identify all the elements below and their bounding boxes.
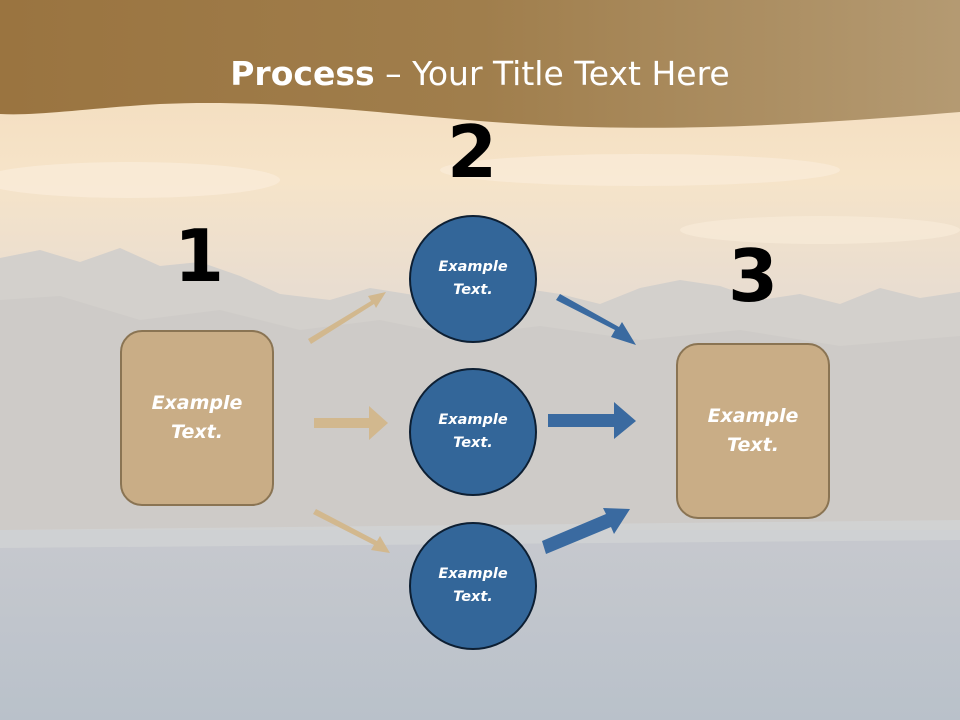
arrow-blue-down [556,294,636,345]
step-3-text-line1: Example [707,405,799,427]
step-number-3: 3 [727,234,779,318]
arrow-tan-up [308,292,386,344]
step-3-text-line2: Text. [727,434,779,456]
circle-top-line2: Text. [453,282,493,298]
title-rest: – Your Title Text Here [374,54,730,93]
title-bold: Process [230,54,375,93]
arrow-blue-up [542,508,630,554]
circle-top-line1: Example [438,259,508,275]
circle-middle-line2: Text. [453,435,493,451]
arrow-tan-middle [314,406,388,440]
step-1-text-line2: Text. [171,421,223,443]
arrow-tan-down [313,509,390,553]
step-1-text-line1: Example [151,392,243,414]
circle-bottom-line1: Example [438,566,508,582]
step-number-1: 1 [173,214,225,298]
arrow-blue-middle [548,402,636,439]
circle-bottom-line2: Text. [453,589,493,605]
slide-title: Process – Your Title Text Here [0,52,960,96]
circle-middle-line1: Example [438,412,508,428]
step-number-2: 2 [446,110,498,194]
